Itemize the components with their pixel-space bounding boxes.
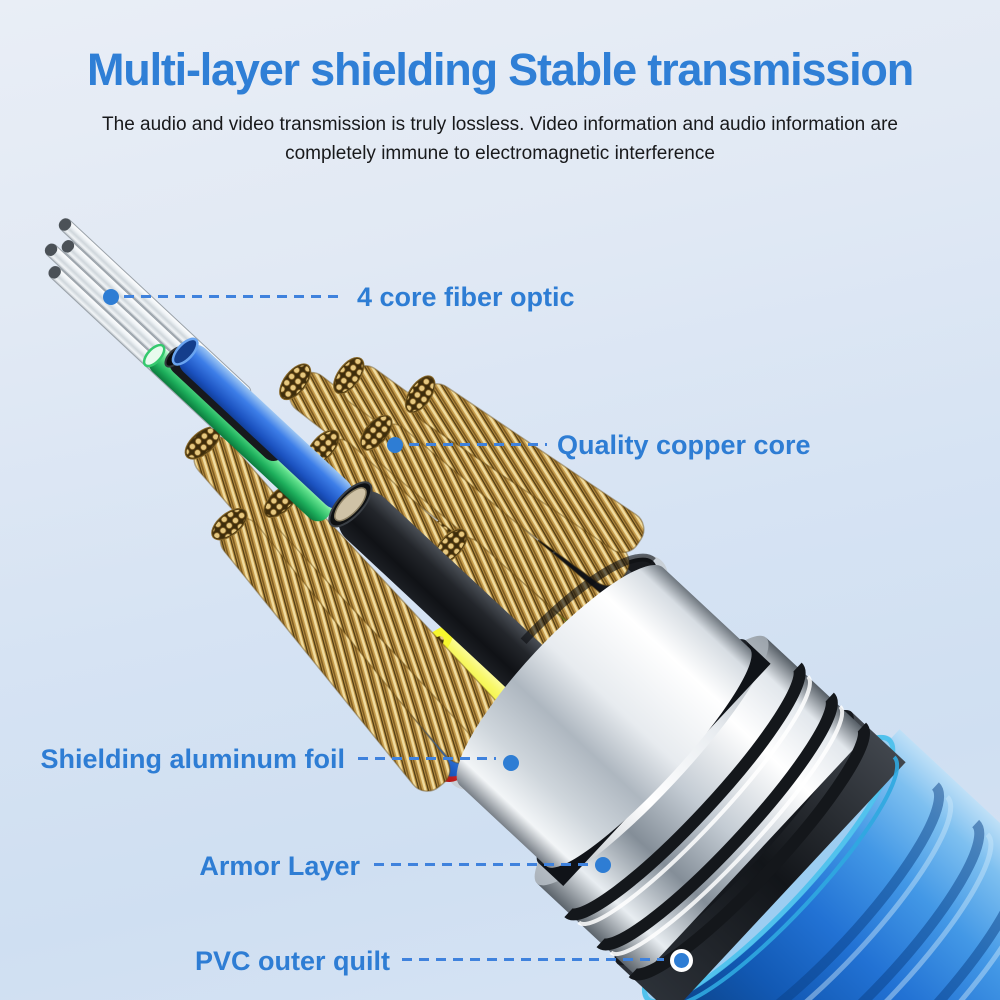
callout-label-foil: Shielding aluminum foil	[40, 744, 345, 774]
subtitle-line-1: The audio and video transmission is trul…	[102, 114, 898, 135]
callout-dot-copper	[387, 437, 403, 453]
page-title: Multi-layer shielding Stable transmissio…	[87, 44, 914, 95]
callout-label-copper: Quality copper core	[557, 430, 811, 460]
wire-black	[328, 481, 556, 698]
callout-label-armor: Armor Layer	[199, 851, 360, 881]
foil-opening-shadow	[520, 553, 656, 644]
callout-line-pvc	[402, 958, 664, 961]
buffer-tubes	[142, 337, 353, 522]
shielding-aluminum-foil-body	[456, 565, 752, 868]
callout-dot-pvc	[670, 949, 693, 972]
callout-line-copper	[409, 443, 547, 446]
page-subtitle: The audio and video transmission is trul…	[60, 110, 940, 168]
callout-line-armor	[374, 863, 590, 866]
callout-dot-armor	[595, 857, 611, 873]
callout-dot-fiber	[103, 289, 119, 305]
callout-label-pvc: PVC outer quilt	[195, 946, 390, 976]
callout-label-fiber: 4 core fiber optic	[357, 282, 575, 312]
callout-dot-foil	[503, 755, 519, 771]
callout-line-fiber	[124, 295, 344, 298]
subtitle-line-2: completely immune to electromagnetic int…	[285, 143, 715, 164]
callout-line-foil	[358, 757, 496, 760]
